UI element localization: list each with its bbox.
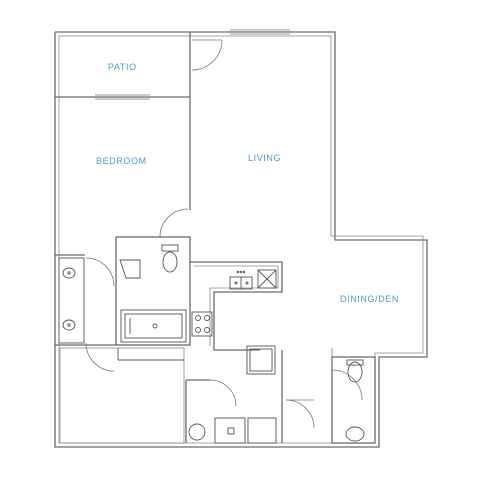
- room-label-patio: PATIO: [108, 62, 137, 72]
- vanity-area: [55, 257, 118, 372]
- room-label-dining: DINING/DEN: [340, 294, 399, 304]
- hall-walls: [281, 350, 315, 443]
- exterior-walls: [54, 31, 428, 448]
- kitchen: [190, 261, 283, 375]
- walk-in-closet: [59, 347, 185, 444]
- patio-area: [55, 32, 223, 100]
- powder-room: [331, 348, 376, 444]
- living-sliding-door: [230, 29, 290, 35]
- bedroom-walls: [55, 97, 191, 256]
- room-label-living: LIVING: [248, 153, 281, 163]
- laundry-area: [185, 379, 277, 444]
- bathroom: [115, 236, 191, 346]
- room-label-bedroom: BEDROOM: [96, 156, 147, 166]
